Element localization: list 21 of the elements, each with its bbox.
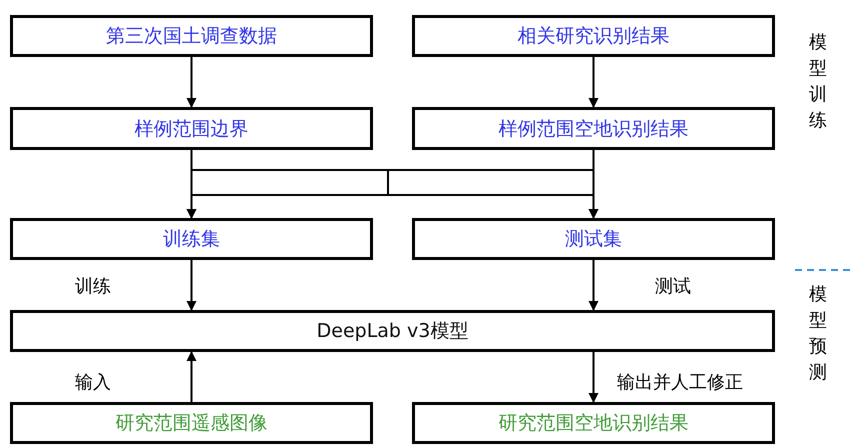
process-box: 样例范围边界 [10, 107, 373, 150]
process-box: 训练集 [10, 218, 373, 260]
arrow [186, 57, 196, 108]
edge-label: 测试 [655, 275, 691, 298]
edge-label: 输入 [75, 371, 111, 394]
process-box: 研究范围遥感图像 [10, 402, 373, 444]
process-box: 样例范围空地识别结果 [412, 107, 775, 150]
edge-label: 输出并人工修正 [617, 371, 743, 394]
section-label: 模型训练 [808, 31, 828, 133]
section-label: 模型预测 [808, 283, 828, 385]
process-box: DeepLab v3模型 [10, 310, 775, 352]
process-box: 第三次国土调查数据 [10, 15, 373, 57]
arrow [186, 260, 196, 311]
arrow [186, 351, 196, 402]
process-box: 测试集 [412, 218, 775, 260]
process-box: 研究范围空地识别结果 [412, 402, 775, 444]
process-box: 相关研究识别结果 [412, 15, 775, 57]
arrow [588, 352, 598, 403]
arrow [588, 260, 598, 311]
arrow [588, 57, 598, 108]
edge-label: 训练 [75, 275, 111, 298]
